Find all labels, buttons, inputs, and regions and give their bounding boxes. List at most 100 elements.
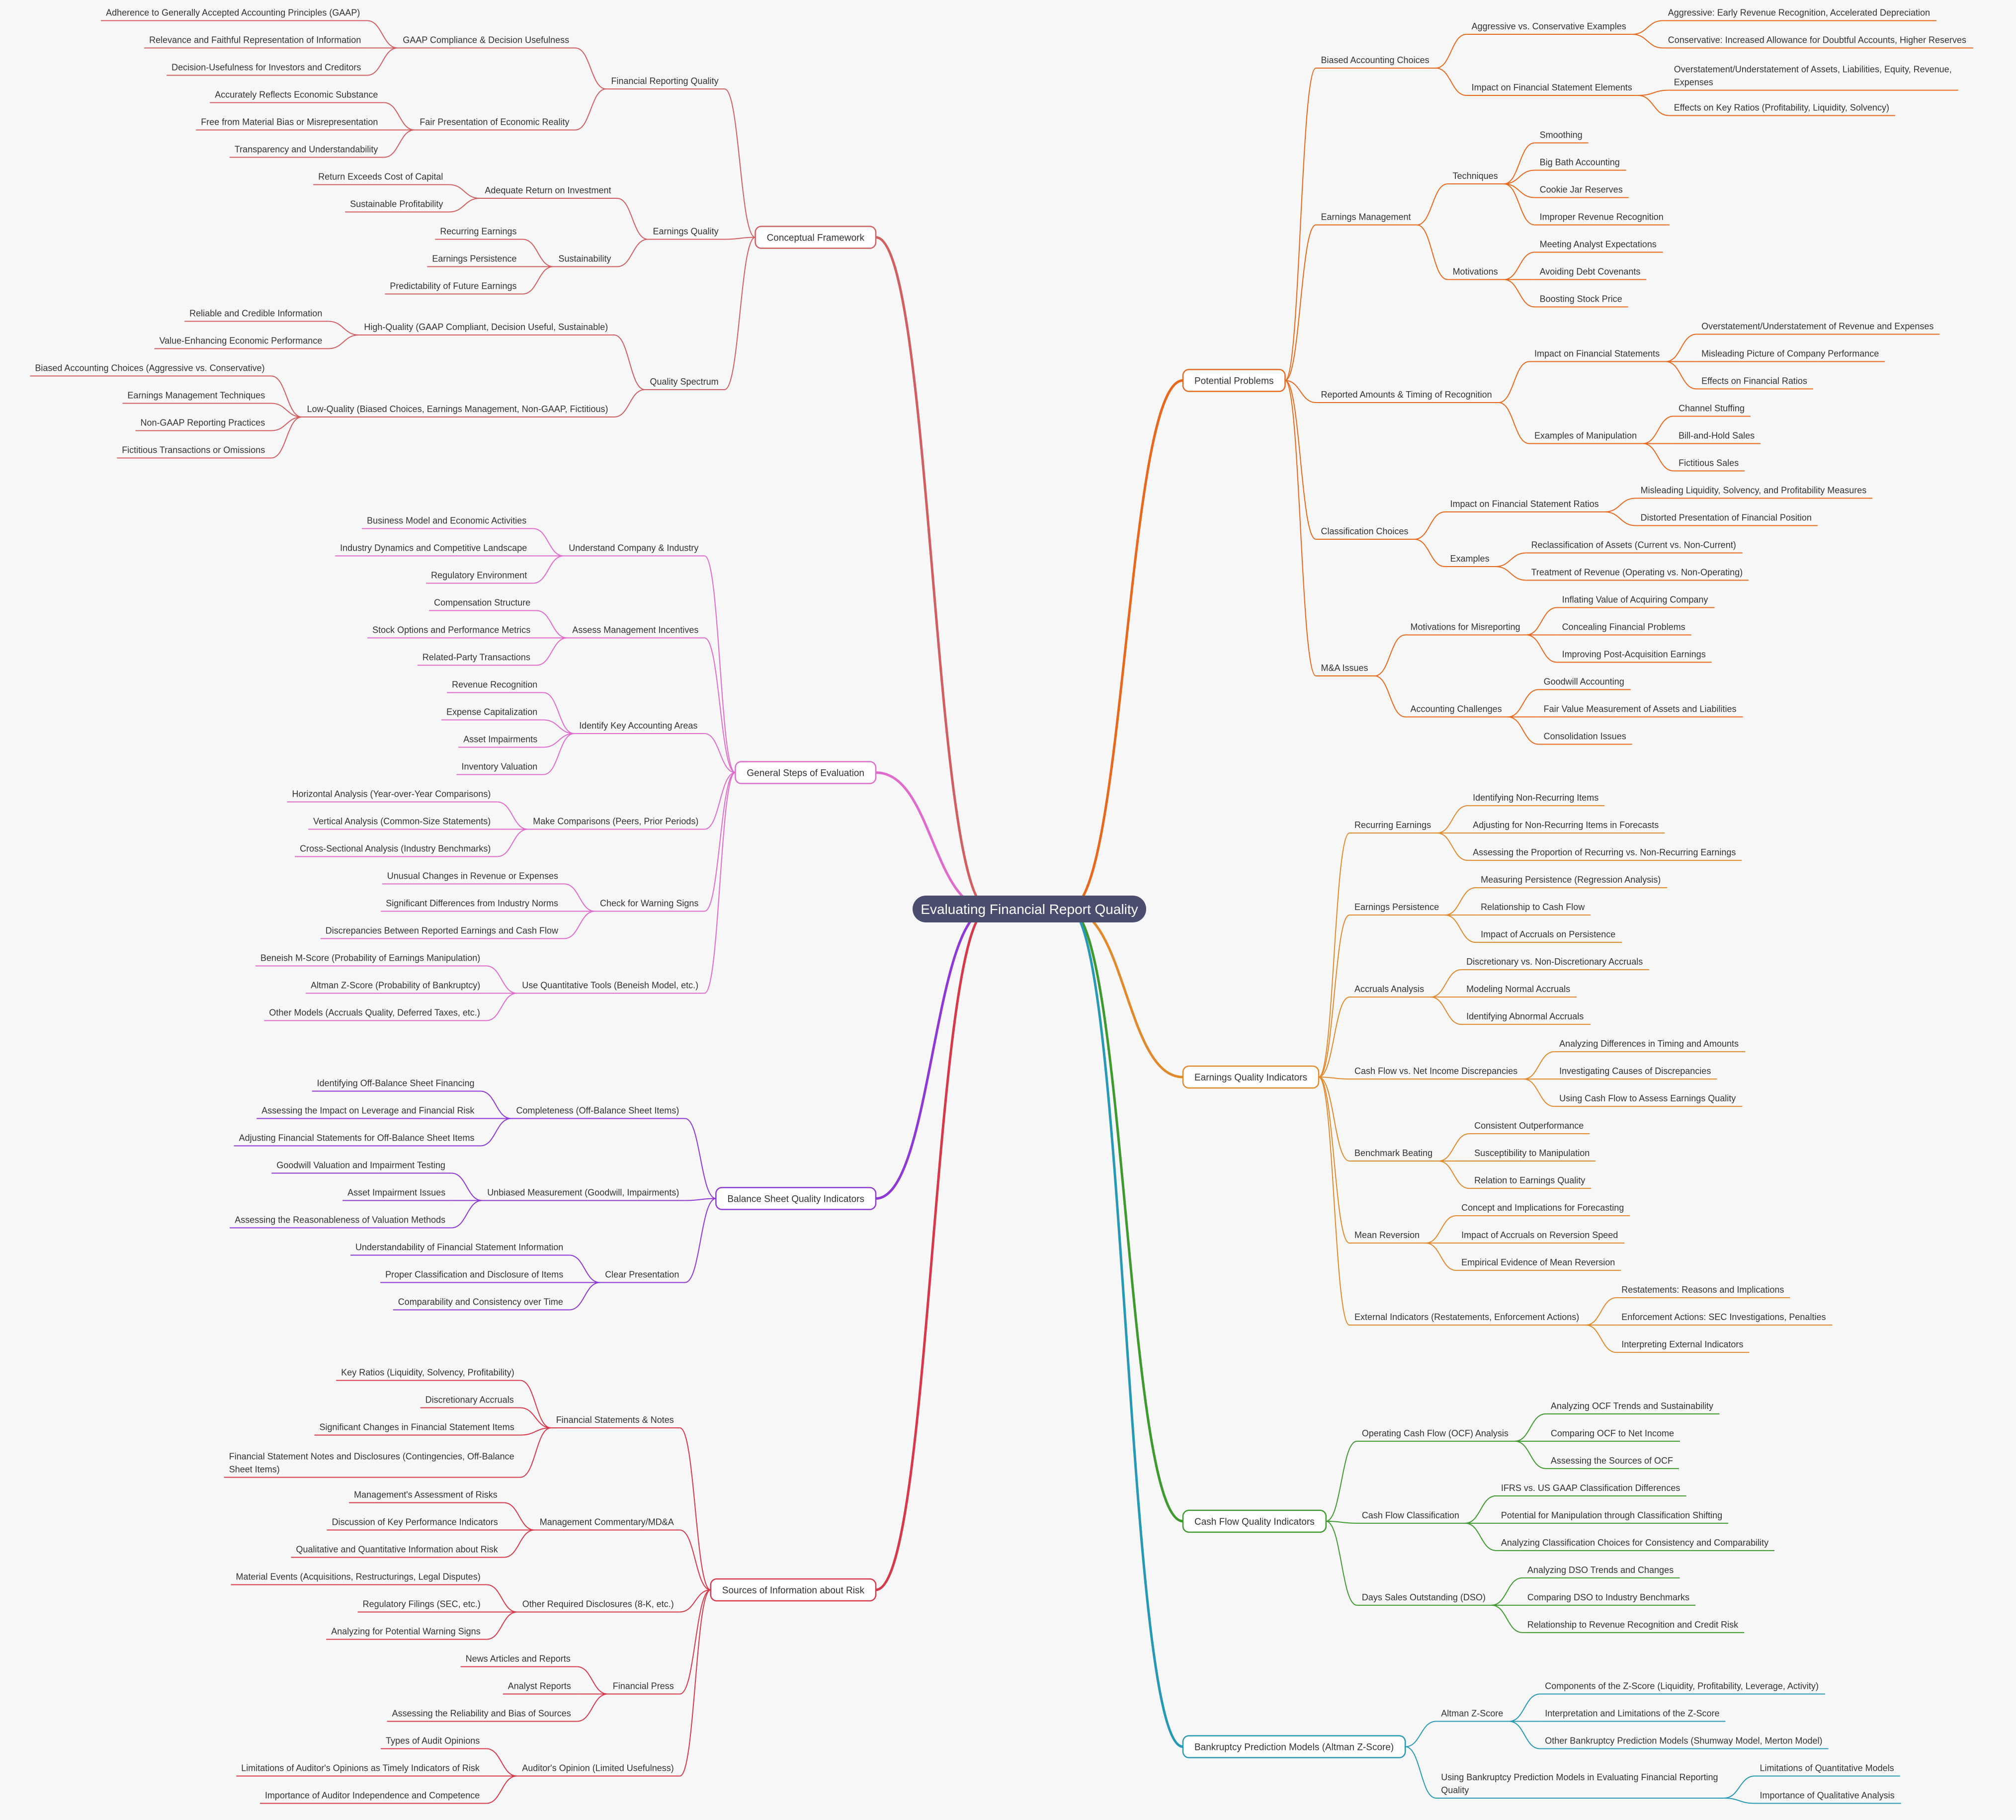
topic-external-indicators-restatements-enforcement-act[interactable]: External Indicators (Restatements, Enfor…: [1349, 1312, 1586, 1326]
topic-classification-choices[interactable]: Classification Choices: [1316, 526, 1415, 540]
leaf-analyzing-ocf-trends-and-sustainability[interactable]: Analyzing OCF Trends and Sustainability: [1545, 1401, 1720, 1414]
topic-assess-management-incentives[interactable]: Assess Management Incentives: [567, 625, 705, 639]
leaf-susceptibility-to-manipulation[interactable]: Susceptibility to Manipulation: [1469, 1148, 1596, 1162]
leaf-concept-and-implications-for-forecasting[interactable]: Concept and Implications for Forecasting: [1456, 1203, 1630, 1217]
leaf-unusual-changes-in-revenue-or-expenses[interactable]: Unusual Changes in Revenue or Expenses: [382, 871, 564, 885]
topic-earnings-quality[interactable]: Earnings Quality: [648, 227, 725, 240]
leaf-conservative-increased-allowance-for-doubtful-ac[interactable]: Conservative: Increased Allowance for Do…: [1663, 35, 1974, 49]
leaf-investigating-causes-of-discrepancies[interactable]: Investigating Causes of Discrepancies: [1554, 1066, 1717, 1080]
leaf-concealing-financial-problems[interactable]: Concealing Financial Problems: [1557, 622, 1691, 636]
leaf-inventory-valuation[interactable]: Inventory Valuation: [456, 762, 544, 775]
topic-use-quantitative-tools-beneish-model-etc[interactable]: Use Quantitative Tools (Beneish Model, e…: [517, 981, 705, 994]
leaf-other-models-accruals-quality-deferred-taxes-etc[interactable]: Other Models (Accruals Quality, Deferred…: [264, 1008, 487, 1021]
leaf-assessing-the-proportion-of-recurring-vs-non-rec[interactable]: Assessing the Proportion of Recurring vs…: [1468, 847, 1742, 861]
leaf-adherence-to-generally-accepted-accounting-princ[interactable]: Adherence to Generally Accepted Accounti…: [101, 8, 367, 21]
topic-sustainability[interactable]: Sustainability: [553, 254, 617, 267]
branch-box[interactable]: [1182, 1065, 1320, 1089]
leaf-analyzing-dso-trends-and-changes[interactable]: Analyzing DSO Trends and Changes: [1522, 1565, 1680, 1578]
leaf-avoiding-debt-covenants[interactable]: Avoiding Debt Covenants: [1534, 267, 1647, 280]
topic-clear-presentation[interactable]: Clear Presentation: [600, 1270, 685, 1283]
topic-accruals-analysis[interactable]: Accruals Analysis: [1349, 984, 1431, 998]
branch-box[interactable]: [735, 761, 877, 784]
branch-balance-sheet-quality-indicators[interactable]: Balance Sheet Quality Indicators: [715, 1187, 877, 1210]
leaf-empirical-evidence-of-mean-reversion[interactable]: Empirical Evidence of Mean Reversion: [1456, 1257, 1621, 1271]
branch-box[interactable]: [755, 226, 877, 249]
topic-motivations-for-misreporting[interactable]: Motivations for Misreporting: [1405, 622, 1526, 636]
leaf-adjusting-for-non-recurring-items-in-forecasts[interactable]: Adjusting for Non-Recurring Items in For…: [1468, 820, 1665, 834]
leaf-management-s-assessment-of-risks[interactable]: Management's Assessment of Risks: [349, 1490, 504, 1503]
leaf-importance-of-qualitative-analysis[interactable]: Importance of Qualitative Analysis: [1755, 1791, 1901, 1804]
branch-conceptual-framework[interactable]: Conceptual Framework: [755, 226, 877, 249]
leaf-limitations-of-quantitative-models[interactable]: Limitations of Quantitative Models: [1755, 1763, 1900, 1777]
topic-cash-flow-classification[interactable]: Cash Flow Classification: [1356, 1510, 1465, 1524]
leaf-improper-revenue-recognition[interactable]: Improper Revenue Recognition: [1534, 212, 1670, 226]
topic-altman-z-score[interactable]: Altman Z-Score: [1436, 1709, 1510, 1722]
leaf-improving-post-acquisition-earnings[interactable]: Improving Post-Acquisition Earnings: [1557, 650, 1712, 663]
leaf-reclassification-of-assets-current-vs-non-curren[interactable]: Reclassification of Assets (Current vs. …: [1526, 540, 1743, 554]
branch-sources-of-information-about-risk[interactable]: Sources of Information about Risk: [710, 1578, 877, 1602]
leaf-reliable-and-credible-information[interactable]: Reliable and Credible Information: [184, 309, 329, 322]
leaf-ifrs-vs-us-gaap-classification-differences[interactable]: IFRS vs. US GAAP Classification Differen…: [1496, 1483, 1686, 1496]
leaf-cross-sectional-analysis-industry-benchmarks[interactable]: Cross-Sectional Analysis (Industry Bench…: [295, 844, 498, 857]
topic-identify-key-accounting-areas[interactable]: Identify Key Accounting Areas: [574, 721, 705, 734]
leaf-assessing-the-reasonableness-of-valuation-method[interactable]: Assessing the Reasonableness of Valuatio…: [230, 1215, 452, 1229]
leaf-free-from-material-bias-or-misrepresentation[interactable]: Free from Material Bias or Misrepresenta…: [196, 117, 384, 131]
leaf-asset-impairment-issues[interactable]: Asset Impairment Issues: [342, 1188, 452, 1201]
topic-financial-statements-notes[interactable]: Financial Statements & Notes: [551, 1415, 680, 1428]
leaf-analyst-reports[interactable]: Analyst Reports: [503, 1681, 577, 1695]
topic-using-bankruptcy-prediction-models-in-evaluating[interactable]: Using Bankruptcy Prediction Models in Ev…: [1436, 1772, 1724, 1799]
topic-impact-on-financial-statement-elements[interactable]: Impact on Financial Statement Elements: [1466, 83, 1638, 96]
topic-biased-accounting-choices[interactable]: Biased Accounting Choices: [1316, 55, 1436, 69]
branch-earnings-quality-indicators[interactable]: Earnings Quality Indicators: [1182, 1065, 1320, 1089]
leaf-consistent-outperformance[interactable]: Consistent Outperformance: [1469, 1121, 1590, 1135]
topic-gaap-compliance-decision-usefulness[interactable]: GAAP Compliance & Decision Usefulness: [398, 35, 576, 49]
topic-low-quality-biased-choices-earnings-management-n[interactable]: Low-Quality (Biased Choices, Earnings Ma…: [302, 404, 614, 417]
leaf-overstatement-understatement-of-assets-liabiliti[interactable]: Overstatement/Understatement of Assets, …: [1669, 65, 1958, 91]
leaf-earnings-management-techniques[interactable]: Earnings Management Techniques: [122, 391, 271, 404]
leaf-accurately-reflects-economic-substance[interactable]: Accurately Reflects Economic Substance: [210, 90, 384, 103]
leaf-identifying-abnormal-accruals[interactable]: Identifying Abnormal Accruals: [1461, 1011, 1591, 1025]
leaf-goodwill-valuation-and-impairment-testing[interactable]: Goodwill Valuation and Impairment Testin…: [271, 1160, 452, 1174]
leaf-smoothing[interactable]: Smoothing: [1534, 130, 1589, 144]
leaf-comparing-ocf-to-net-income[interactable]: Comparing OCF to Net Income: [1545, 1428, 1680, 1442]
leaf-fictitious-sales[interactable]: Fictitious Sales: [1674, 458, 1745, 472]
leaf-financial-statement-notes-and-disclosures-contin[interactable]: Financial Statement Notes and Disclosure…: [224, 1452, 520, 1478]
leaf-fictitious-transactions-or-omissions[interactable]: Fictitious Transactions or Omissions: [117, 445, 271, 459]
leaf-significant-differences-from-industry-norms[interactable]: Significant Differences from Industry No…: [381, 899, 564, 912]
leaf-qualitative-and-quantitative-information-about-r[interactable]: Qualitative and Quantitative Information…: [291, 1545, 504, 1558]
branch-box[interactable]: [710, 1578, 877, 1602]
leaf-relationship-to-cash-flow[interactable]: Relationship to Cash Flow: [1476, 902, 1591, 916]
leaf-limitations-of-auditor-s-opinions-as-timely-indi[interactable]: Limitations of Auditor's Opinions as Tim…: [236, 1763, 487, 1777]
leaf-altman-z-score-probability-of-bankruptcy[interactable]: Altman Z-Score (Probability of Bankruptc…: [306, 981, 487, 994]
leaf-discrepancies-between-reported-earnings-and-cash[interactable]: Discrepancies Between Reported Earnings …: [320, 926, 564, 939]
leaf-value-enhancing-economic-performance[interactable]: Value-Enhancing Economic Performance: [154, 336, 329, 349]
branch-box[interactable]: [1182, 1509, 1327, 1533]
leaf-interpreting-external-indicators[interactable]: Interpreting External Indicators: [1616, 1339, 1750, 1353]
leaf-potential-for-manipulation-through-classificatio[interactable]: Potential for Manipulation through Class…: [1496, 1510, 1729, 1524]
leaf-misleading-picture-of-company-performance[interactable]: Misleading Picture of Company Performanc…: [1696, 349, 1885, 362]
topic-motivations[interactable]: Motivations: [1447, 267, 1504, 280]
topic-techniques[interactable]: Techniques: [1447, 171, 1504, 184]
leaf-distorted-presentation-of-financial-position[interactable]: Distorted Presentation of Financial Posi…: [1635, 513, 1818, 526]
branch-cash-flow-quality-indicators[interactable]: Cash Flow Quality Indicators: [1182, 1509, 1327, 1533]
leaf-business-model-and-economic-activities[interactable]: Business Model and Economic Activities: [362, 516, 533, 529]
branch-general-steps-of-evaluation[interactable]: General Steps of Evaluation: [735, 761, 877, 784]
leaf-goodwill-accounting[interactable]: Goodwill Accounting: [1538, 677, 1631, 690]
leaf-boosting-stock-price[interactable]: Boosting Stock Price: [1534, 294, 1628, 308]
leaf-consolidation-issues[interactable]: Consolidation Issues: [1538, 732, 1632, 745]
topic-earnings-persistence[interactable]: Earnings Persistence: [1349, 902, 1445, 916]
topic-impact-on-financial-statements[interactable]: Impact on Financial Statements: [1529, 349, 1666, 362]
leaf-compensation-structure[interactable]: Compensation Structure: [429, 598, 537, 611]
topic-financial-press[interactable]: Financial Press: [607, 1681, 680, 1695]
leaf-analyzing-differences-in-timing-and-amounts[interactable]: Analyzing Differences in Timing and Amou…: [1554, 1039, 1746, 1053]
leaf-restatements-reasons-and-implications[interactable]: Restatements: Reasons and Implications: [1616, 1285, 1790, 1299]
leaf-revenue-recognition[interactable]: Revenue Recognition: [447, 680, 544, 693]
leaf-comparability-and-consistency-over-time[interactable]: Comparability and Consistency over Time: [393, 1297, 570, 1311]
leaf-stock-options-and-performance-metrics[interactable]: Stock Options and Performance Metrics: [367, 625, 537, 639]
leaf-overstatement-understatement-of-revenue-and-expe[interactable]: Overstatement/Understatement of Revenue …: [1696, 322, 1940, 335]
leaf-recurring-earnings[interactable]: Recurring Earnings: [435, 227, 523, 240]
topic-mean-reversion[interactable]: Mean Reversion: [1349, 1230, 1426, 1244]
leaf-expense-capitalization[interactable]: Expense Capitalization: [441, 707, 544, 721]
leaf-decision-usefulness-for-investors-and-creditors[interactable]: Decision-Usefulness for Investors and Cr…: [167, 63, 367, 76]
topic-auditor-s-opinion-limited-usefulness[interactable]: Auditor's Opinion (Limited Usefulness): [517, 1763, 680, 1777]
